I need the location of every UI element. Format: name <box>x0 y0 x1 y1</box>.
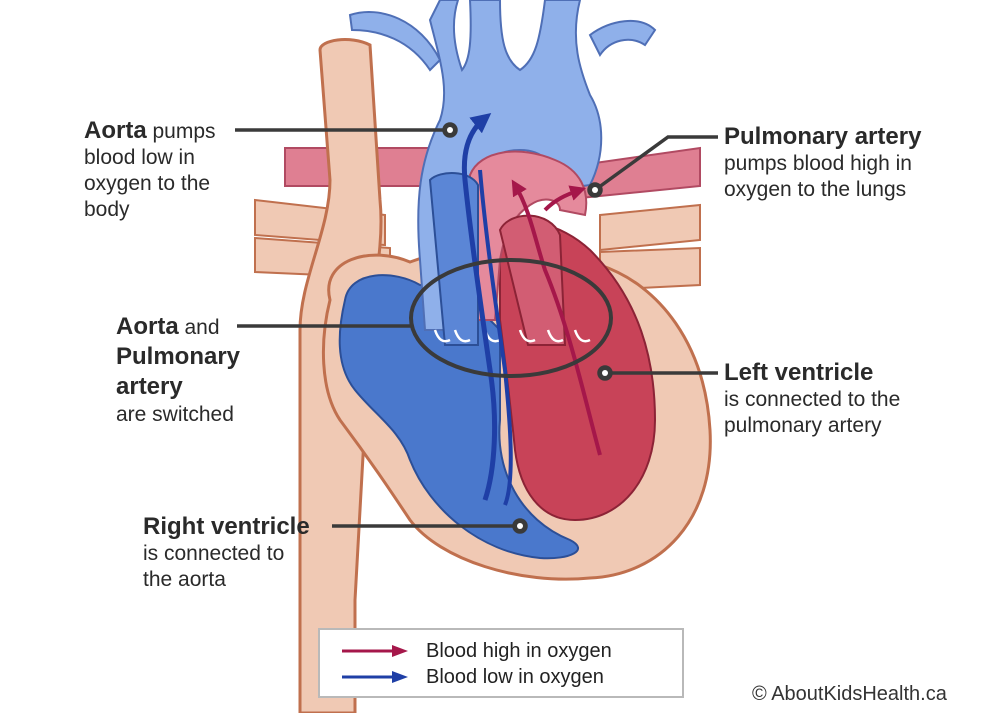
switched-label: Aorta and Pulmonary artery are switched <box>116 312 240 428</box>
copyright-text: © AboutKidsHealth.ca <box>752 683 947 705</box>
switched-title-3: artery <box>116 373 183 400</box>
right-ventricle-line-2: the aorta <box>143 568 226 591</box>
left-ventricle-label: Left ventricle is connected to the pulmo… <box>724 360 900 439</box>
aorta-line-3: body <box>84 198 130 221</box>
pulmonary-artery-title: Pulmonary artery <box>724 123 922 150</box>
pulmonary-artery-line-1: pumps blood high in <box>724 152 912 175</box>
aorta-label: Aorta pumps blood low in oxygen to the b… <box>84 118 216 223</box>
aorta-title: Aorta <box>84 117 147 144</box>
red-arrow-icon <box>342 645 408 657</box>
aorta-branch-right <box>588 19 657 57</box>
aorta-line-2: oxygen to the <box>84 172 211 195</box>
switched-vessels-ellipse <box>409 258 613 378</box>
switched-title-1: Aorta <box>116 313 179 340</box>
right-ventricle-title: Right ventricle <box>143 513 310 540</box>
blue-arrow-icon <box>342 671 408 683</box>
pulmonary-vein-right-1 <box>599 203 701 252</box>
red-flow-arrow-right <box>543 185 587 212</box>
switched-title-2: Pulmonary <box>116 343 241 370</box>
left-ventricle-title: Left ventricle <box>724 359 874 386</box>
pulmonary-artery-line-2: oxygen to the lungs <box>724 178 907 201</box>
legend-high-label: Blood high in oxygen <box>426 639 612 662</box>
blue-flow-arrow-2 <box>478 169 513 506</box>
aorta-branch-left <box>348 11 442 72</box>
switched-title-rest: and <box>178 316 220 339</box>
legend-row-high: Blood high in oxygen <box>340 639 612 663</box>
leader-lines <box>235 122 718 534</box>
pulmonary-artery-label: Pulmonary artery pumps blood high in oxy… <box>724 124 921 203</box>
left-ventricle-line-1: is connected to the <box>724 388 901 411</box>
blue-flow-arrow <box>461 112 498 501</box>
aorta-line-1: blood low in <box>84 146 195 169</box>
aorta-title-rest: pumps <box>146 120 216 143</box>
switched-line: are switched <box>116 403 234 426</box>
legend-low-label: Blood low in oxygen <box>426 665 604 688</box>
pulmonary-inner-tube <box>498 214 567 346</box>
red-flow-arrow-left <box>511 179 602 456</box>
legend-row-low: Blood low in oxygen <box>340 665 604 689</box>
right-ventricle-line-1: is connected to <box>143 542 285 565</box>
legend: Blood high in oxygen Blood low in oxygen <box>318 628 684 698</box>
right-ventricle-label: Right ventricle is connected to the aort… <box>143 514 310 593</box>
left-ventricle-line-2: pulmonary artery <box>724 414 882 437</box>
